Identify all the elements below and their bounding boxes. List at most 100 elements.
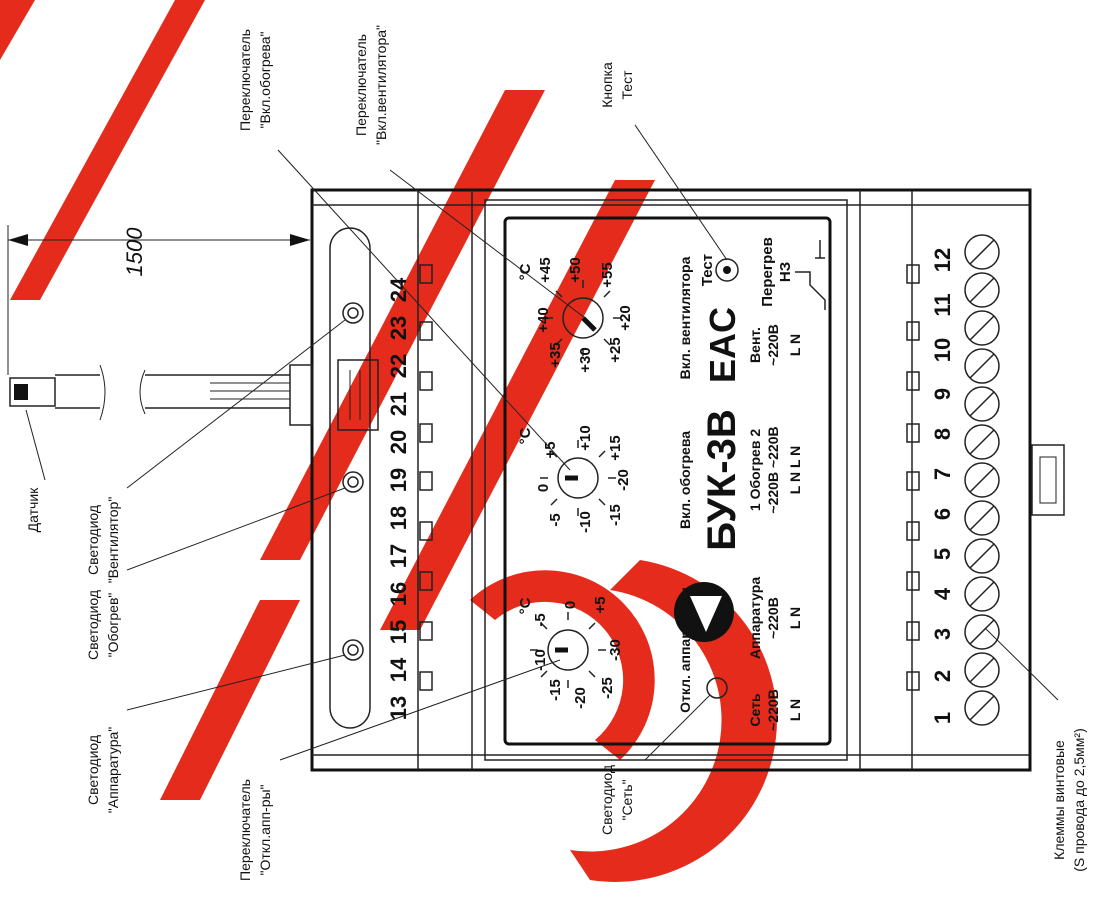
output-pins: L N bbox=[787, 334, 803, 356]
callout-led-heat: "Обогрев" bbox=[105, 593, 121, 658]
terminal-number: 22 bbox=[386, 354, 411, 378]
terminal-number: 18 bbox=[386, 506, 411, 530]
terminal-number: 9 bbox=[930, 388, 955, 400]
screw-terminals bbox=[964, 234, 1000, 726]
dial-scale: +30 bbox=[577, 347, 594, 372]
callout-led-heat: Светодиод bbox=[85, 590, 101, 660]
dial-scale: +45 bbox=[537, 257, 554, 282]
callout-sensor: Датчик bbox=[25, 487, 41, 532]
terminal-numbers-bottom: 1 2 3 4 5 6 7 8 9 10 11 12 bbox=[930, 248, 955, 724]
terminal-number: 8 bbox=[930, 428, 955, 440]
callout-led-net: "Сеть" bbox=[619, 779, 635, 820]
device-name: БУК-3В bbox=[700, 409, 744, 551]
dial-scale: -10 bbox=[532, 649, 549, 671]
dial-scale: -10 bbox=[577, 511, 594, 533]
leds bbox=[342, 258, 739, 699]
terminal-number: 4 bbox=[930, 587, 955, 600]
dial-unit: °C bbox=[517, 597, 534, 614]
dial-unit: °C bbox=[517, 263, 534, 280]
dial-scale: +20 bbox=[617, 305, 634, 330]
dial-fan bbox=[545, 280, 621, 356]
callout-sw-fan: Переключатель bbox=[353, 34, 369, 136]
terminal-number: 10 bbox=[930, 338, 955, 362]
dial-scale: 0 bbox=[535, 484, 552, 492]
terminal-number: 16 bbox=[386, 582, 411, 606]
dial-scale: -5 bbox=[547, 513, 564, 526]
logo bbox=[674, 582, 734, 642]
test-label: Тест bbox=[699, 254, 716, 286]
dial-scale: +50 bbox=[567, 257, 584, 282]
output-pins: L N bbox=[787, 607, 803, 629]
eac-mark: EAC bbox=[702, 307, 743, 383]
terminal-number: 15 bbox=[386, 620, 411, 644]
led-net bbox=[706, 677, 728, 699]
dial-scale: -20 bbox=[615, 469, 632, 491]
dimension-line bbox=[7, 225, 310, 375]
dial-scale: +5 bbox=[592, 596, 609, 613]
dial-scale: +35 bbox=[547, 342, 564, 367]
dial-heat-name: Вкл. обогрева bbox=[677, 431, 693, 529]
sensor-icon bbox=[9, 377, 56, 407]
terminal-number: 6 bbox=[930, 508, 955, 520]
watermark bbox=[0, 0, 777, 882]
dial-scale: -15 bbox=[607, 504, 624, 526]
terminal-slots-bottom bbox=[906, 264, 920, 691]
led-heat bbox=[342, 471, 364, 493]
terminal-number: 3 bbox=[930, 628, 955, 640]
dial-scale: +15 bbox=[607, 435, 624, 460]
dial-scale: -15 bbox=[547, 679, 564, 701]
terminal-number: 13 bbox=[386, 696, 411, 720]
callout-button: Тест bbox=[619, 70, 635, 100]
dial-scale: -25 bbox=[599, 677, 616, 699]
dial-scale: -30 bbox=[607, 639, 624, 661]
terminal-number: 11 bbox=[930, 293, 955, 316]
dial-fan-name: Вкл. вентилятора bbox=[677, 256, 693, 379]
callout-led-net: Светодиод bbox=[599, 765, 615, 835]
terminal-number: 12 bbox=[930, 248, 955, 272]
test-button bbox=[715, 258, 739, 282]
sensor-cable bbox=[9, 364, 313, 426]
output-name: Вент. bbox=[747, 327, 763, 363]
terminal-number: 19 bbox=[386, 468, 411, 492]
terminal-number: 7 bbox=[930, 468, 955, 480]
dimension-value: 1500 bbox=[122, 227, 147, 277]
callout-clamps: (S провода до 2,5мм²) bbox=[1071, 728, 1087, 872]
output-volt: ~220В bbox=[765, 597, 781, 639]
terminal-number: 17 bbox=[386, 544, 411, 568]
dial-scale: +55 bbox=[599, 262, 616, 287]
leader-lines bbox=[25, 124, 1059, 761]
callout-led-fan: "Вентилятор" bbox=[105, 497, 121, 584]
device-body bbox=[310, 188, 1065, 772]
dial-scale: -20 bbox=[572, 687, 589, 709]
terminal-number: 2 bbox=[930, 670, 955, 682]
dial-scale: +40 bbox=[535, 307, 552, 332]
terminal-number: 23 bbox=[386, 316, 411, 340]
output-volt: ~220В bbox=[765, 324, 781, 366]
callout-labels: Датчик Светодиод "Вентилятор" Светодиод … bbox=[25, 25, 1087, 881]
overheat-label: Перегрев bbox=[759, 237, 776, 307]
output-volt: ~220В bbox=[765, 689, 781, 731]
callout-led-app: "Аппаратура" bbox=[105, 727, 121, 814]
callout-button: Кнопка bbox=[599, 62, 615, 108]
terminal-number: 5 bbox=[930, 548, 955, 560]
led-app bbox=[342, 639, 364, 661]
panel-labels: БУК-3В EAC Тест Перегрев НЗ Откл. аппара… bbox=[517, 237, 803, 731]
callout-led-fan: Светодиод bbox=[85, 505, 101, 575]
output-name: 1 Обогрев 2 bbox=[747, 429, 763, 511]
dial-scale: -5 bbox=[532, 613, 549, 626]
callout-sw-heat: "Вкл.обогрева" bbox=[257, 32, 273, 129]
dial-app-name: Откл. аппаратуры bbox=[677, 587, 693, 713]
terminal-number: 21 bbox=[386, 392, 411, 416]
relay-symbol bbox=[795, 240, 826, 310]
terminal-numbers-top: 13 14 15 16 17 18 19 20 21 22 23 24 bbox=[386, 277, 411, 720]
output-name: Сеть bbox=[747, 693, 763, 727]
terminal-number: 1 bbox=[930, 712, 955, 724]
output-volt: ~220В ~220В bbox=[765, 426, 781, 513]
output-pins: L N L N bbox=[787, 446, 803, 495]
callout-sw-heat: Переключатель bbox=[237, 29, 253, 131]
output-pins: L N bbox=[787, 699, 803, 721]
dial-scale: +25 bbox=[607, 337, 624, 362]
nz-label: НЗ bbox=[777, 262, 794, 282]
dial-unit: °C bbox=[517, 427, 534, 444]
